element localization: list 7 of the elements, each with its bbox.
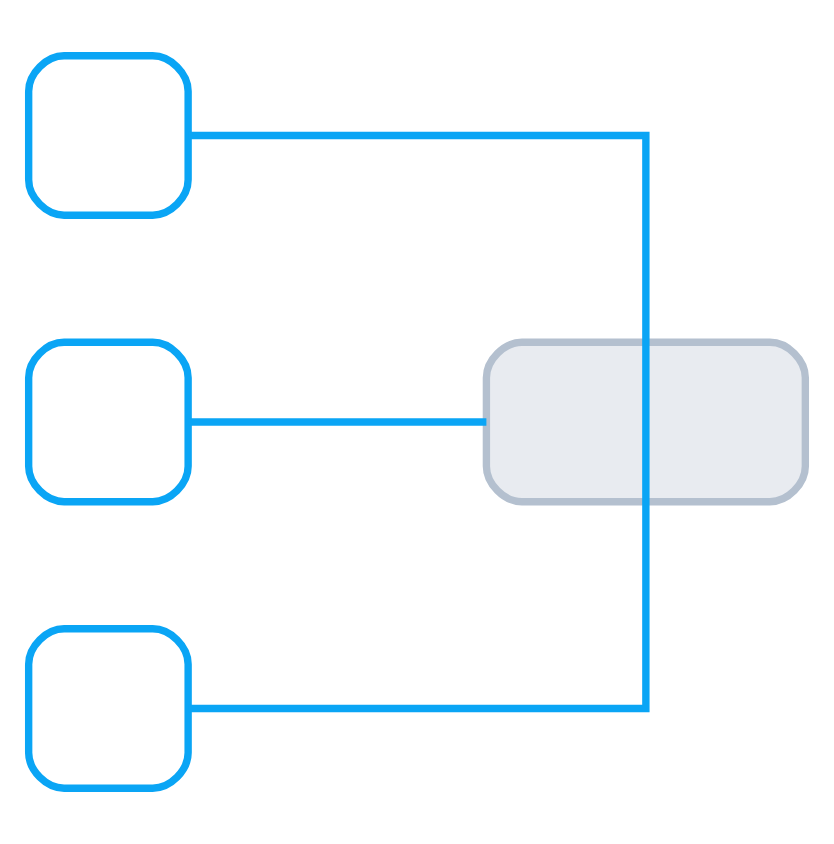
connector — [188, 418, 487, 426]
node-box — [482, 338, 810, 506]
connector — [188, 131, 650, 422]
node-box — [24, 338, 192, 506]
node-box — [24, 625, 192, 792]
node-box — [24, 52, 192, 219]
connector — [188, 422, 650, 713]
